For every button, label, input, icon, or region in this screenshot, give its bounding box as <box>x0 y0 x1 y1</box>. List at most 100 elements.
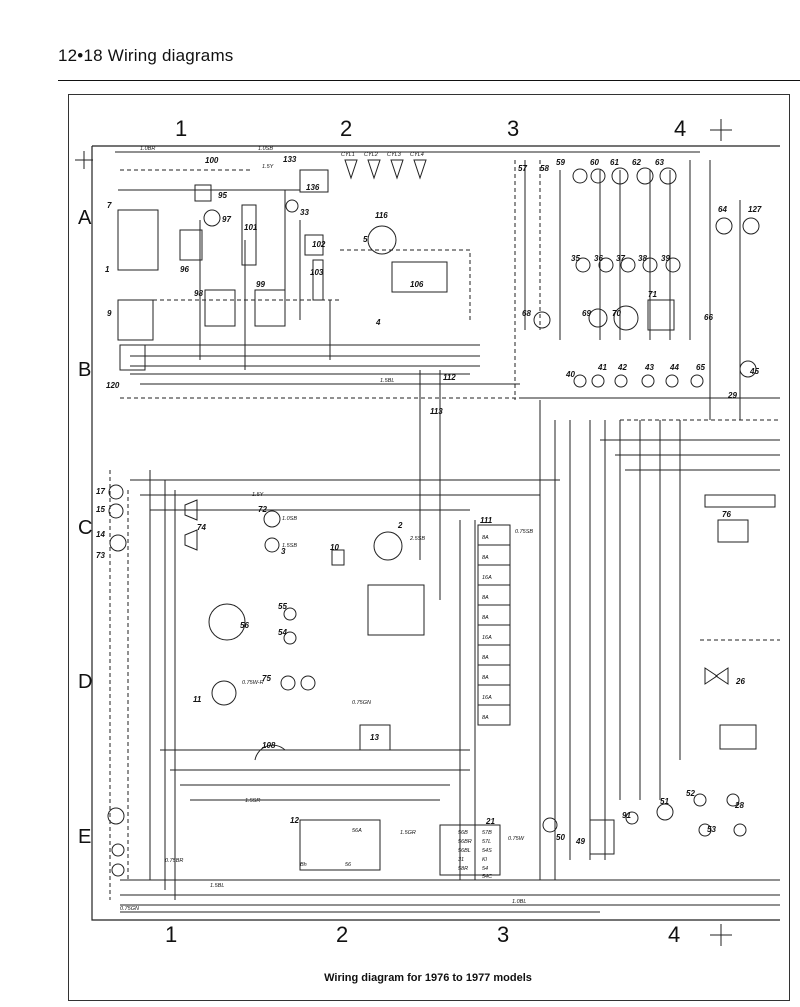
col-label-top: 4 <box>674 116 686 141</box>
terminal-label: 54C <box>482 874 492 880</box>
component-number: 5 <box>363 235 368 244</box>
component-number: 39 <box>661 254 670 263</box>
component-number: 69 <box>582 309 591 318</box>
terminal-label: Bh <box>300 862 307 868</box>
terminal-label: 58R <box>458 866 468 872</box>
fuse-rating: 16A <box>482 635 492 641</box>
wire-label: 1.5SR <box>245 798 260 804</box>
diagram-frame <box>68 94 790 1001</box>
component-number: 36 <box>594 254 603 263</box>
component-number: 14 <box>96 530 105 539</box>
component-number: 4 <box>375 318 381 327</box>
diagram-caption: Wiring diagram for 1976 to 1977 models <box>324 972 532 984</box>
component-number: 50 <box>556 833 565 842</box>
plus-mark <box>710 119 732 141</box>
component-number: 57 <box>518 164 527 173</box>
component-number: 72 <box>258 505 267 514</box>
component-number: 75 <box>262 674 271 683</box>
component-number: 74 <box>197 523 206 532</box>
wire-label: 0.75GN <box>352 700 371 706</box>
component-number: 64 <box>718 205 727 214</box>
terminal-label: 56BR <box>458 839 472 845</box>
col-label-top: 2 <box>340 116 352 141</box>
component-number: 40 <box>565 370 575 379</box>
component-number: 91 <box>622 811 631 820</box>
row-label: B <box>78 359 91 381</box>
component-number: 28 <box>734 801 744 810</box>
plus-mark <box>75 151 93 169</box>
row-label: D <box>78 671 92 693</box>
component-symbols <box>107 159 776 877</box>
component-number: 55 <box>278 602 287 611</box>
col-label-bottom: 4 <box>668 922 680 947</box>
component-number: 116 <box>375 211 388 220</box>
component-number: 70 <box>612 309 621 318</box>
component-number: 1 <box>105 265 110 274</box>
dashed-wires <box>109 160 780 900</box>
row-label: C <box>78 517 92 539</box>
wire-label: 0.75GN <box>120 906 139 912</box>
component-number: 61 <box>610 158 619 167</box>
fuse-ratings: 8A 8A 16A 8A 8A 16A 8A 8A 16A 8A <box>482 535 492 721</box>
terminal-label: 56 <box>345 862 352 868</box>
terminal-label: 56BL <box>458 848 471 854</box>
fuse-box <box>477 524 511 726</box>
component-number: 37 <box>616 254 625 263</box>
component-number: 42 <box>617 363 627 372</box>
fuse-rating: 16A <box>482 695 492 701</box>
cylinder-label: CYL2 <box>364 152 378 158</box>
component-number: 12 <box>290 816 299 825</box>
component-number: 60 <box>590 158 599 167</box>
component-number: 71 <box>648 290 657 299</box>
wire-label: 1.0SB <box>258 146 273 152</box>
wire-label: 1.5GR <box>400 830 416 836</box>
fuse-rating: 8A <box>482 655 489 661</box>
wire-label: 1.5BL <box>380 378 394 384</box>
component-number: 26 <box>735 677 745 686</box>
component-number: 52 <box>686 789 695 798</box>
row-label: E <box>78 826 91 848</box>
component-number: 35 <box>571 254 580 263</box>
component-number: 51 <box>660 797 669 806</box>
terminal-label: 54 <box>482 866 488 872</box>
component-number: 38 <box>638 254 647 263</box>
wire-label: 1.5SB <box>282 543 297 549</box>
component-number: 73 <box>96 551 105 560</box>
component-number: 17 <box>96 487 105 496</box>
fuse-rating: 16A <box>482 575 492 581</box>
component-numbers: 100 133 136 33 95 97 101 102 103 98 99 9… <box>96 155 762 846</box>
component-number: 133 <box>283 155 297 164</box>
component-number: 127 <box>748 205 762 214</box>
fuse-rating: 8A <box>482 535 489 541</box>
component-number: 120 <box>106 381 120 390</box>
component-number: 3 <box>281 547 286 556</box>
component-number: 113 <box>430 407 443 416</box>
component-number: 101 <box>244 223 258 232</box>
component-number: 63 <box>655 158 664 167</box>
terminal-label: 57L <box>482 839 491 845</box>
fuse-rating: 8A <box>482 595 489 601</box>
wire-label: 1.5Y <box>262 164 274 170</box>
header-rule <box>58 80 800 81</box>
component-number: 96 <box>180 265 189 274</box>
component-number: 111 <box>480 516 493 525</box>
col-label-bottom: 2 <box>336 922 348 947</box>
component-number: 106 <box>410 280 424 289</box>
wire-label: 0.75BR <box>165 858 183 864</box>
component-number: 10 <box>330 543 339 552</box>
harness-wires <box>115 151 780 913</box>
component-number: 59 <box>556 158 565 167</box>
terminal-labels: 56B 56BR 56BL 31 58R 57B 57L 54S Kl 54 5… <box>300 828 492 880</box>
wire-label: 1.0BR <box>140 146 155 152</box>
component-number: 49 <box>575 837 585 846</box>
component-number: 9 <box>107 309 112 318</box>
wire-label: 0.75SB <box>515 529 533 535</box>
cylinder-label: CYL4 <box>410 152 424 158</box>
component-number: 44 <box>669 363 679 372</box>
grid-labels: 1 2 3 4 1 2 3 4 A B C D E <box>78 116 686 947</box>
component-number: 45 <box>749 367 759 376</box>
component-number: 43 <box>644 363 654 372</box>
wire-label: 0.75W <box>508 836 525 842</box>
component-number: 41 <box>597 363 607 372</box>
